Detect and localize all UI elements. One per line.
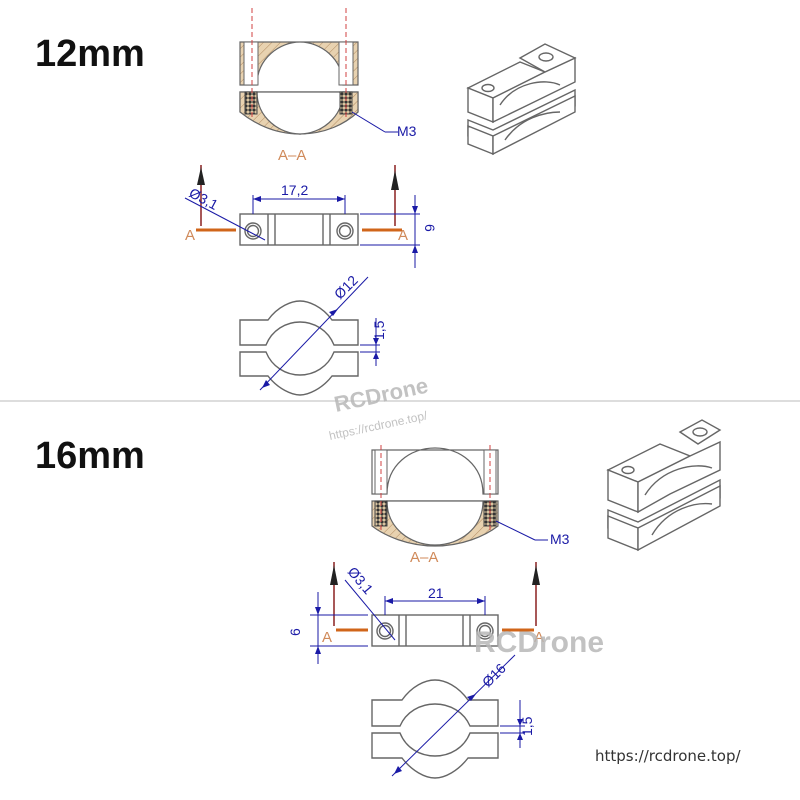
watermark-brand-large: RCDrone [474, 626, 604, 659]
height-dim-16mm: 6 [287, 628, 303, 636]
thread-label-16mm: M3 [550, 531, 570, 547]
size-label-16mm: 16mm [35, 435, 145, 477]
top-view-16mm [310, 562, 540, 664]
size-label-12mm: 12mm [35, 33, 145, 75]
hole-dia-12mm: Ø3,1 [187, 185, 221, 213]
front-view-12mm [239, 276, 380, 396]
section-view-12mm [239, 8, 398, 135]
cut-right-12mm: A [398, 227, 408, 244]
gap-dim-12mm: 1,5 [371, 320, 387, 340]
section-label-16mm: A–A [410, 549, 438, 566]
height-dim-12mm: 6 [422, 224, 438, 232]
footer-url[interactable]: https://rcdrone.top/ [595, 747, 741, 765]
top-view-12mm [184, 165, 420, 268]
iso-view-16mm [606, 419, 722, 552]
thread-label-12mm: M3 [397, 123, 417, 139]
cut-right-16mm: A [534, 629, 544, 646]
spacing-dim-12mm: 17,2 [281, 182, 308, 198]
gap-dim-16mm: 1,5 [519, 716, 535, 736]
spacing-dim-16mm: 21 [428, 585, 444, 601]
hole-dia-16mm: Ø3,1 [345, 564, 377, 598]
tube-dia-12mm: Ø12 [331, 272, 361, 302]
section-label-12mm: A–A [278, 147, 306, 164]
section-view-16mm [371, 445, 548, 547]
cut-left-16mm: A [322, 629, 332, 646]
front-view-16mm [371, 654, 525, 779]
iso-view-12mm [466, 43, 577, 156]
cut-left-12mm: A [185, 227, 195, 244]
